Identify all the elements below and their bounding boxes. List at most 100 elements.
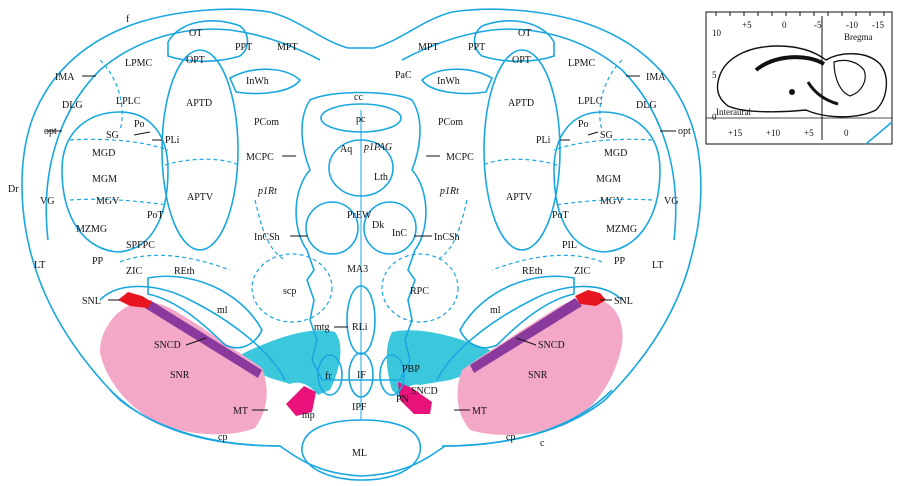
label-zic-r: ZIC — [574, 266, 590, 277]
label-inwh-l: InWh — [246, 76, 269, 87]
label-lplc-l: LPLC — [116, 96, 141, 107]
label-ppt-l: PPT — [235, 42, 252, 53]
right-snl-region — [575, 290, 606, 306]
label-inc: InC — [392, 228, 407, 239]
left-snl-region — [118, 292, 152, 308]
inset-bottom-tick-0: +15 — [728, 128, 743, 138]
label-cc: cc — [354, 92, 363, 103]
label-mgv-r: MGV — [600, 196, 624, 207]
mg-ring-left — [61, 111, 169, 253]
labels-center: PaC cc pc Aq p1PAG Lth PrEW Dk InC MA3 R… — [340, 70, 412, 459]
label-sncd-l: SNCD — [154, 340, 181, 351]
inset-brain-outline — [716, 45, 887, 118]
label-ml-l: ml — [217, 305, 228, 316]
label-mp: mp — [302, 410, 315, 421]
label-cp-l: cp — [218, 432, 227, 443]
label-pcom-l: PCom — [254, 117, 279, 128]
lead-sncd-r — [515, 337, 537, 346]
label-ml-r: ml — [490, 305, 501, 316]
label-ppt-r: PPT — [468, 42, 485, 53]
label-rli: RLi — [352, 322, 368, 333]
sagittal-inset: 10 5 0 +5 0 -5 -10 -15 Bregma Interaural… — [705, 11, 893, 145]
dash-5 — [69, 198, 169, 206]
inset-interaural: Interaural — [716, 107, 751, 117]
label-fr-l: fr — [325, 371, 332, 382]
label-pn: PN — [396, 394, 409, 405]
label-snr-r: SNR — [528, 370, 548, 381]
label-mcpc-l: MCPC — [246, 152, 274, 163]
inset-top-tick-3: -10 — [846, 20, 858, 30]
label-lth: Lth — [374, 172, 388, 183]
label-pc: pc — [356, 114, 366, 125]
dash-7 — [164, 158, 239, 166]
inset-top-tick-1: 0 — [782, 20, 787, 30]
top-cap-right — [473, 20, 555, 63]
inwh-right — [420, 68, 494, 95]
outlines — [21, 8, 702, 481]
label-aptd-r: APTD — [508, 98, 534, 109]
label-f: f — [126, 14, 130, 25]
label-pbp: PBP — [402, 364, 420, 375]
ml-band-right — [459, 275, 575, 349]
label-pp-r: PP — [614, 256, 626, 267]
lead-sncd-l — [185, 337, 207, 346]
labels-right: OT PPT MPT OPT LPMC IMA InWh DLG LPLC AP… — [396, 28, 691, 449]
label-ima-r: IMA — [646, 72, 666, 83]
label-zic-l: ZIC — [126, 266, 142, 277]
inset-bregma: Bregma — [844, 32, 873, 42]
label-vg-l: VG — [40, 196, 54, 207]
label-scp: scp — [283, 286, 296, 297]
label-snl-r: SNL — [614, 296, 633, 307]
labels-left: f OT PPT MPT OPT LPMC IMA InWh DLG LPLC … — [8, 14, 332, 443]
label-mpt-l: MPT — [277, 42, 298, 53]
label-pli-r: PLi — [536, 135, 551, 146]
label-mcpc-r: MCPC — [446, 152, 474, 163]
inwh-left — [228, 68, 302, 95]
sn-ring-left — [99, 285, 286, 381]
dash-8 — [483, 158, 558, 166]
fr-left-oval — [317, 354, 343, 396]
label-dr: Dr — [8, 184, 19, 195]
label-cp-r: cp — [506, 432, 515, 443]
inset-bottom-tick-2: +5 — [804, 128, 814, 138]
outer-contour — [21, 8, 702, 477]
label-snl-l: SNL — [82, 296, 101, 307]
label-pac: PaC — [395, 70, 412, 81]
label-mtg: mtg — [314, 322, 330, 333]
label-mt-r: MT — [472, 406, 487, 417]
inset-top-ticks-marks — [715, 12, 885, 16]
sn-ring-right — [436, 285, 623, 381]
label-pil: PIL — [562, 240, 577, 251]
label-mt-l: MT — [233, 406, 248, 417]
label-rpc: RPC — [410, 286, 429, 297]
label-sncd-r: SNCD — [538, 340, 565, 351]
label-incsh-r: InCSh — [434, 232, 460, 243]
dash-9 — [119, 254, 231, 271]
inset-cerebellum — [833, 59, 866, 97]
mg-ring-right — [553, 111, 661, 253]
label-p1rt-r: p1Rt — [439, 186, 459, 197]
label-pot-l: PoT — [147, 210, 164, 221]
label-pli-l: PLi — [165, 135, 180, 146]
label-lpmc-l: LPMC — [125, 58, 153, 69]
cp-arc-left — [109, 389, 281, 447]
dash-10 — [491, 254, 603, 271]
left-pn-region — [286, 386, 316, 416]
label-ot-r: OT — [518, 28, 531, 39]
dash-6 — [553, 198, 653, 206]
right-snr-region — [457, 298, 623, 435]
inset-left-tick-0: 0 — [712, 112, 717, 122]
label-mgd-r: MGD — [604, 148, 627, 159]
label-vg-r: VG — [664, 196, 678, 207]
label-pot-r: PoT — [552, 210, 569, 221]
inset-frame — [705, 11, 893, 145]
ml-lobe — [301, 419, 422, 481]
label-prew: PrEW — [347, 210, 372, 221]
label-ma3: MA3 — [347, 264, 368, 275]
inset-bottom-tick-3: 0 — [844, 128, 849, 138]
label-spfpc-l: SPFPC — [126, 240, 155, 251]
inset-top-tick-4: -15 — [872, 20, 884, 30]
label-incsh-l: InCSh — [254, 232, 280, 243]
cp-arc-right — [441, 389, 613, 447]
